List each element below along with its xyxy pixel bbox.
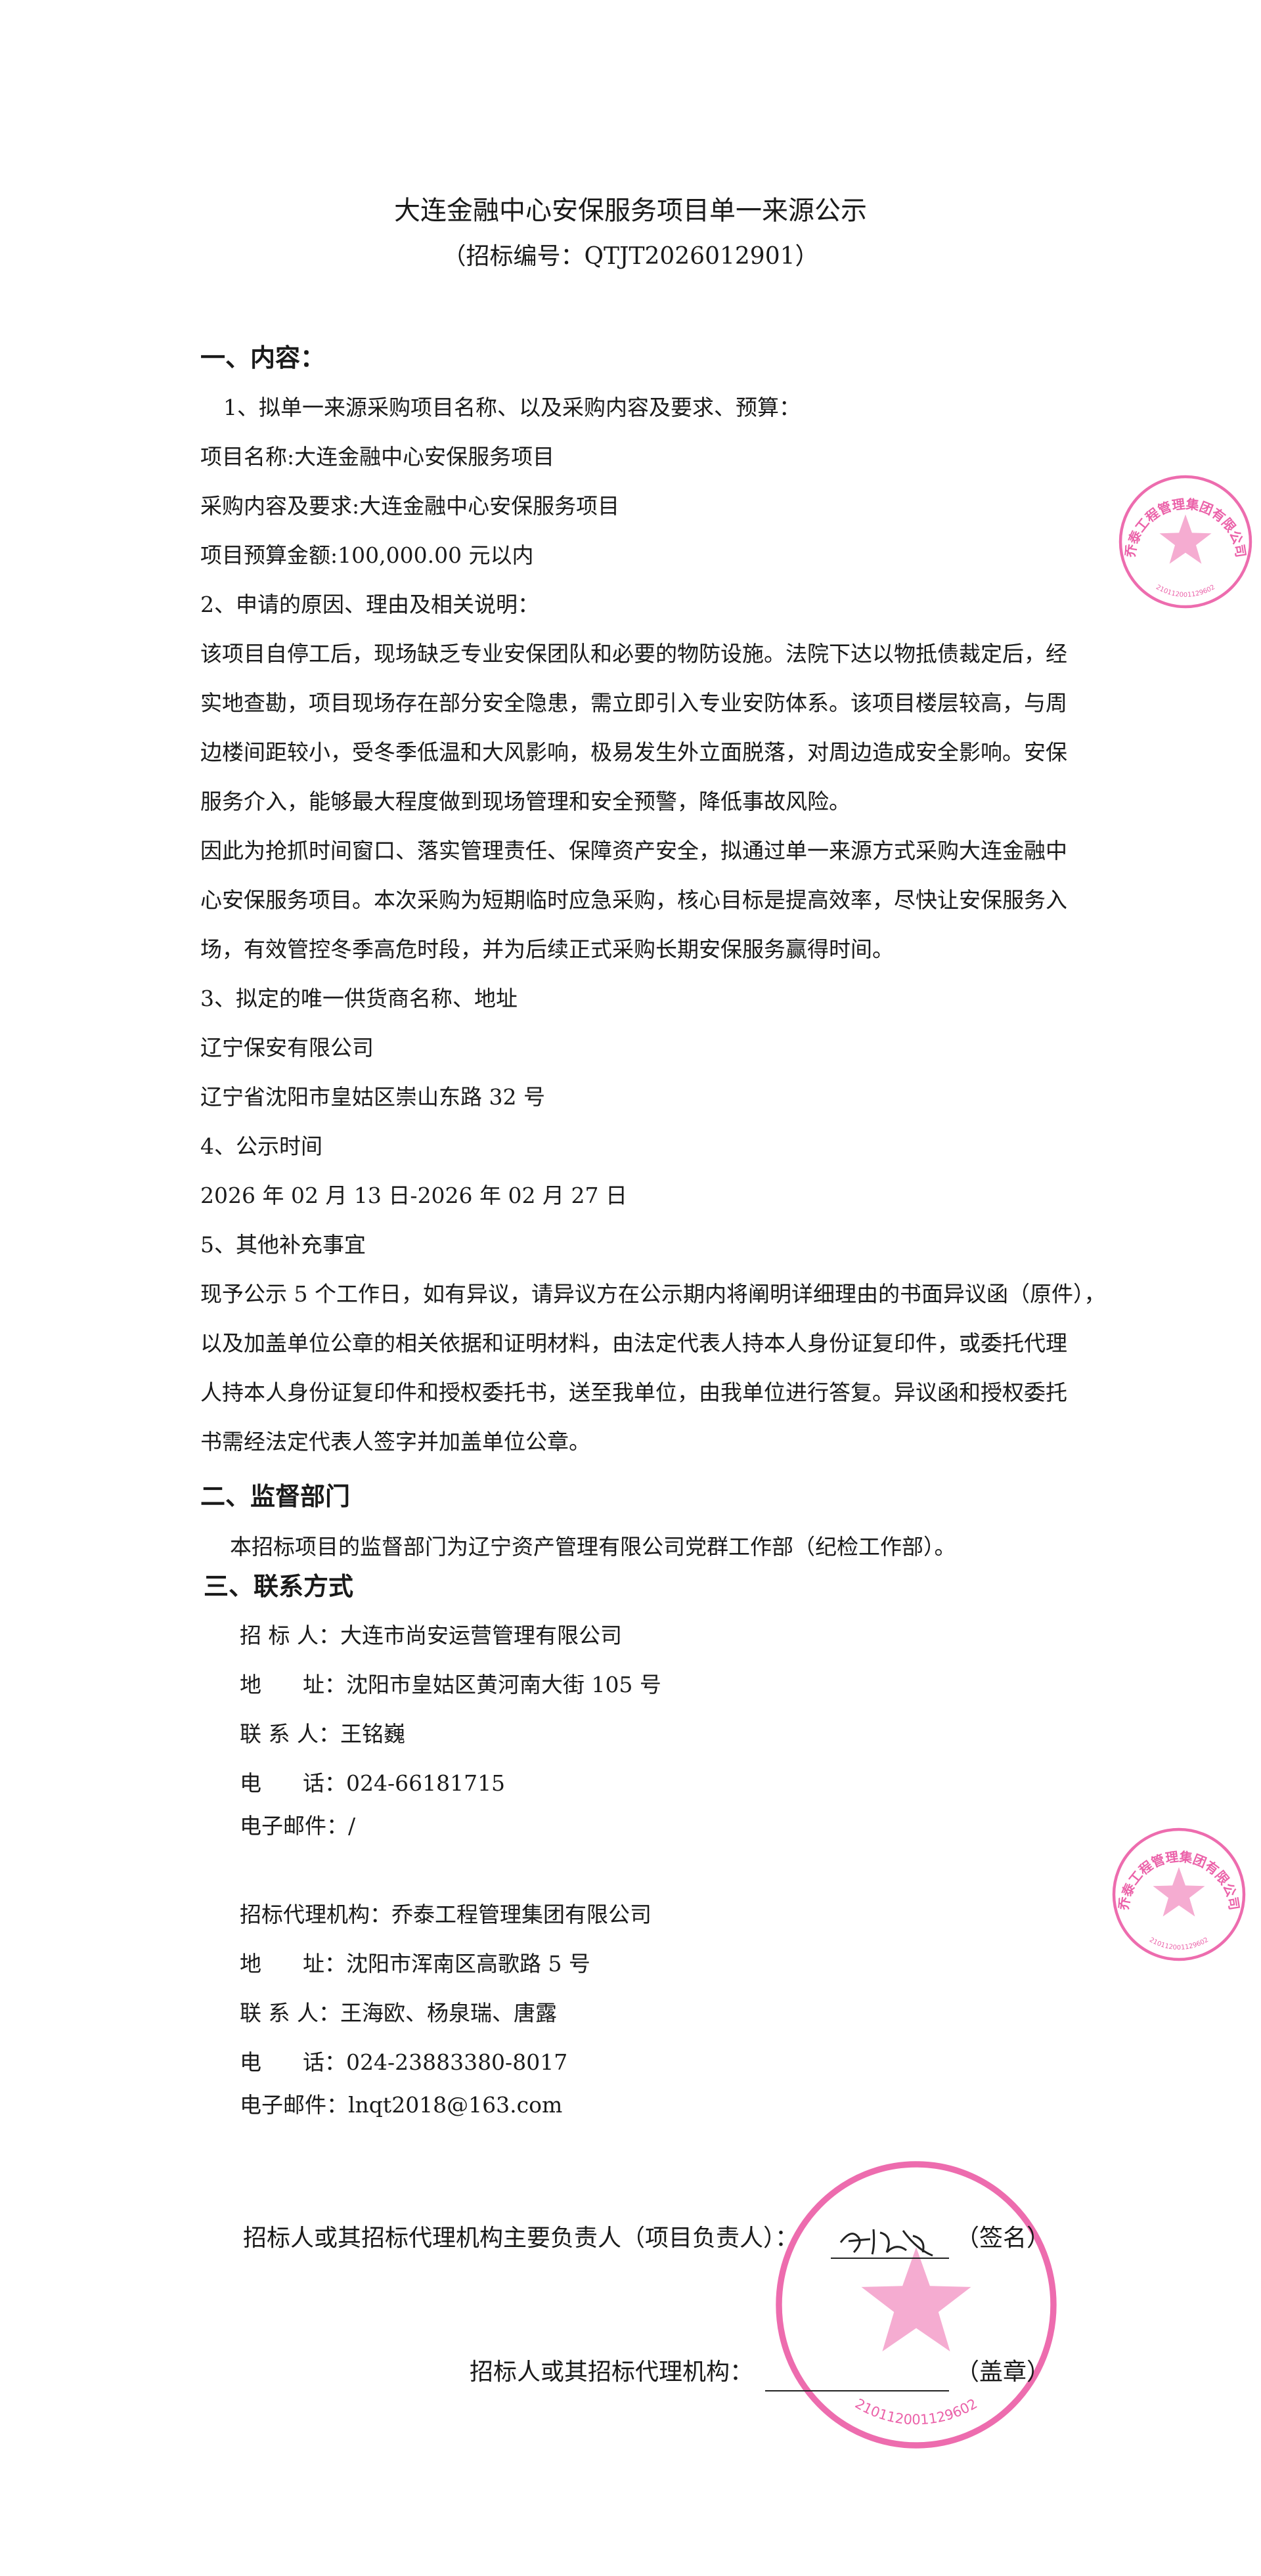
agency-address: 沈阳市浑南区高歌路 5 号 bbox=[345, 1951, 590, 1976]
field-label: 电 话： bbox=[240, 2049, 346, 2075]
other-line: 人持本人身份证复印件和授权委托书，送至我单位，由我单位进行答复。异议函和授权委托 bbox=[200, 1380, 1067, 1405]
seal-line bbox=[765, 2390, 949, 2391]
tenderer-row: 电子邮件：/ bbox=[240, 1812, 355, 1840]
field-label: 电子邮件： bbox=[240, 2092, 348, 2118]
agency-row: 招标代理机构：乔泰工程管理集团有限公司 bbox=[240, 1901, 652, 1929]
tenderer-row: 电 话：024-66181715 bbox=[240, 1770, 505, 1797]
item-3-heading: 3、拟定的唯一供货商名称、地址 bbox=[200, 986, 518, 1011]
field-label: 电子邮件： bbox=[240, 1813, 348, 1839]
supplier-address: 辽宁省沈阳市皇姑区崇山东路 32 号 bbox=[200, 1084, 545, 1110]
other-line: 书需经法定代表人签字并加盖单位公章。 bbox=[200, 1429, 590, 1454]
reason-line: 服务介入，能够最大程度做到现场管理和安全预警，降低事故风险。 bbox=[200, 789, 851, 814]
agency-email: lnqt2018@163.com bbox=[348, 2092, 563, 2118]
stamp-ring bbox=[776, 2161, 1057, 2449]
field-label: 联 系 人： bbox=[240, 1721, 340, 1747]
item-1-heading: 1、拟单一来源采购项目名称、以及采购内容及要求、预算： bbox=[223, 395, 801, 420]
seal-agency-label: 招标人或其招标代理机构： bbox=[470, 2359, 754, 2386]
tenderer-row: 地 址：沈阳市皇姑区黄河南大街 105 号 bbox=[240, 1671, 661, 1699]
reason-line: 实地查勘，项目现场存在部分安全隐患，需立即引入专业安防体系。该项目楼层较高，与周 bbox=[200, 690, 1067, 716]
reason-line: 边楼间距较小，受冬季低温和大风影响，极易发生外立面脱落，对周边造成安全影响。安保 bbox=[200, 739, 1067, 765]
purpose-line: 场，有效管控冬季高危时段，并为后续正式采购长期安保服务赢得时间。 bbox=[200, 936, 894, 962]
section-3-heading: 三、联系方式 bbox=[204, 1571, 354, 1601]
field-label: 招标代理机构： bbox=[240, 1902, 391, 1927]
other-line: 现予公示 5 个工作日，如有异议，请异议方在公示期内将阐明详细理由的书面异议函（… bbox=[200, 1281, 1106, 1307]
stamp-ring bbox=[1118, 475, 1252, 609]
document-title: 大连金融中心安保服务项目单一来源公示 bbox=[394, 196, 867, 226]
item-4-heading: 4、公示时间 bbox=[200, 1133, 322, 1159]
section-1-heading: 一、内容： bbox=[200, 343, 326, 372]
field-label: 地 址： bbox=[240, 1951, 346, 1976]
tenderer-phone: 024-66181715 bbox=[345, 1770, 506, 1796]
tenderer-contact: 王铭巍 bbox=[340, 1721, 405, 1747]
reason-line: 该项目自停工后，现场缺乏专业安保团队和必要的物防设施。法院下达以物抵债裁定后，经 bbox=[200, 641, 1067, 666]
field-label: 招 标 人： bbox=[240, 1623, 340, 1648]
handwritten-signature bbox=[839, 2229, 933, 2257]
other-line: 以及加盖单位公章的相关依据和证明材料，由法定代表人持本人身份证复印件，或委托代理 bbox=[200, 1330, 1067, 1356]
section-2-heading: 二、监督部门 bbox=[200, 1481, 351, 1511]
signature-line bbox=[831, 2258, 949, 2259]
item-2-heading: 2、申请的原因、理由及相关说明： bbox=[200, 592, 539, 617]
supplier-name: 辽宁保安有限公司 bbox=[200, 1035, 374, 1060]
purpose-line: 心安保服务项目。本次采购为短期临时应急采购，核心目标是提高效率，尽快让安保服务入 bbox=[200, 887, 1067, 913]
company-seal-stamp-bottom: 210112001129602 bbox=[776, 2161, 1057, 2449]
item-5-heading: 5、其他补充事宜 bbox=[200, 1232, 366, 1257]
tenderer-row: 招 标 人：大连市尚安运营管理有限公司 bbox=[240, 1622, 622, 1649]
purpose-line: 因此为抢抓时间窗口、落实管理责任、保障资产安全，拟通过单一来源方式采购大连金融中 bbox=[200, 838, 1067, 863]
seal-suffix: （盖章） bbox=[956, 2359, 1051, 2386]
supervision-text: 本招标项目的监督部门为辽宁资产管理有限公司党群工作部（纪检工作部）。 bbox=[230, 1534, 956, 1560]
stamp-number: 210112001129602 bbox=[1148, 1936, 1210, 1952]
project-name: 项目名称:大连金融中心安保服务项目 bbox=[200, 444, 555, 469]
bid-number: （招标编号：QTJT2026012901） bbox=[442, 243, 819, 270]
tenderer-name: 大连市尚安运营管理有限公司 bbox=[340, 1623, 622, 1648]
tenderer-email: / bbox=[348, 1813, 356, 1839]
tenderer-address: 沈阳市皇姑区黄河南大街 105 号 bbox=[345, 1672, 661, 1697]
stamp-number: 210112001129602 bbox=[1155, 584, 1216, 599]
responsible-person-label: 招标人或其招标代理机构主要负责人（项目负责人）： bbox=[243, 2225, 799, 2252]
field-label: 电 话： bbox=[240, 1770, 346, 1796]
agency-contact: 王海欧、杨泉瑞、唐露 bbox=[340, 2000, 557, 2026]
publicity-period: 2026 年 02 月 13 日-2026 年 02 月 27 日 bbox=[200, 1183, 627, 1208]
stamp-star-icon bbox=[861, 2247, 971, 2351]
agency-row: 联 系 人：王海欧、杨泉瑞、唐露 bbox=[240, 1999, 557, 2027]
agency-row: 电子邮件：lnqt2018@163.com bbox=[240, 2091, 562, 2119]
stamp-star-icon bbox=[1153, 1867, 1205, 1917]
field-label: 联 系 人： bbox=[240, 2000, 340, 2026]
agency-row: 电 话：024-23883380-8017 bbox=[240, 2049, 567, 2076]
field-label: 地 址： bbox=[240, 1672, 346, 1697]
budget: 项目预算金额:100,000.00 元以内 bbox=[200, 542, 534, 568]
sign-suffix: （签名） bbox=[956, 2225, 1051, 2252]
agency-row: 地 址：沈阳市浑南区高歌路 5 号 bbox=[240, 1950, 590, 1978]
agency-name: 乔泰工程管理集团有限公司 bbox=[391, 1902, 652, 1927]
tenderer-row: 联 系 人：王铭巍 bbox=[240, 1720, 405, 1748]
stamp-star-icon bbox=[1159, 514, 1212, 564]
stamp-number: 210112001129602 bbox=[852, 2395, 980, 2428]
procurement-content: 采购内容及要求:大连金融中心安保服务项目 bbox=[200, 493, 620, 519]
agency-phone: 024-23883380-8017 bbox=[345, 2049, 568, 2075]
stamp-ring bbox=[1112, 1827, 1246, 1961]
